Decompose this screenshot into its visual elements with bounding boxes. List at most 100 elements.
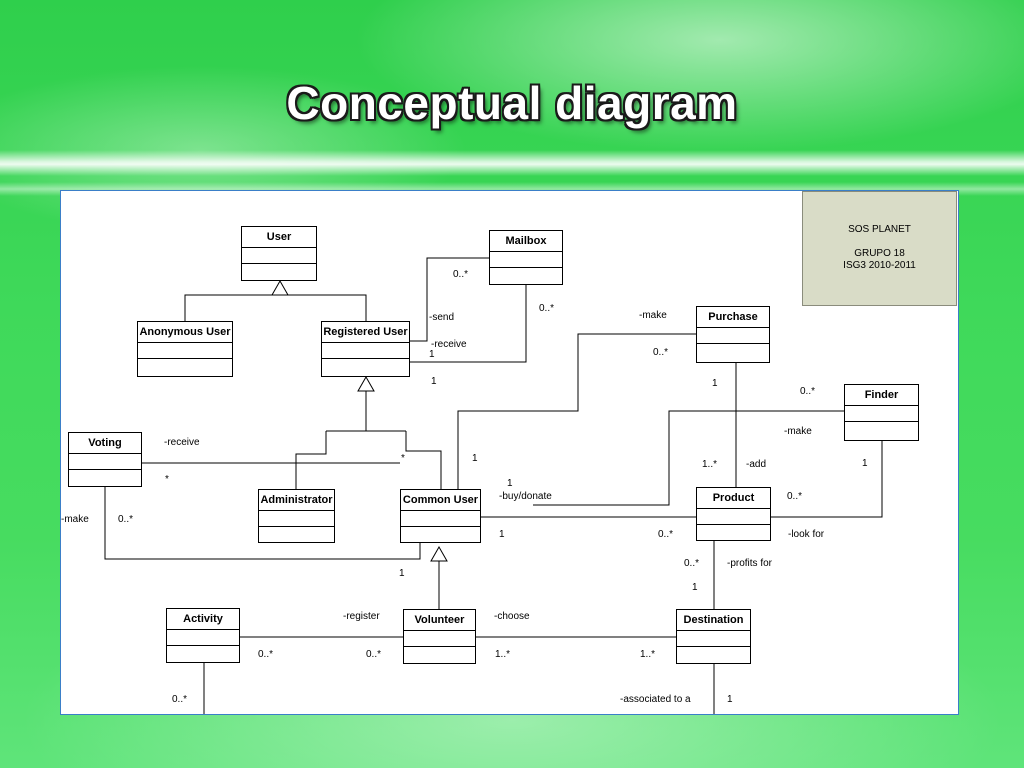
- class-name: Administrator: [259, 490, 334, 511]
- mult-common-1d: 1: [399, 568, 405, 579]
- class-name: Voting: [69, 433, 141, 454]
- mult-volunteer-right: 1..*: [495, 649, 511, 660]
- gen-registered-user: [280, 294, 367, 321]
- class-operations: [697, 344, 769, 360]
- role-voting-make: -make: [61, 514, 89, 525]
- class-name: Purchase: [697, 307, 769, 328]
- mult-voting: 0..*: [118, 514, 134, 525]
- mult-common-1a: 1: [472, 453, 478, 464]
- class-product: Product: [696, 487, 771, 541]
- group-name: GRUPO 18: [854, 248, 905, 259]
- class-name: Mailbox: [490, 231, 562, 252]
- class-attributes: [167, 630, 239, 646]
- mult-activity-bottom: 0..*: [172, 694, 188, 705]
- class-name: Product: [697, 488, 770, 509]
- role-associated-to: -associated to a: [620, 694, 691, 705]
- mult-purchase-1: 1: [712, 378, 718, 389]
- class-operations: [401, 527, 480, 543]
- class-user: User: [241, 226, 317, 281]
- class-name: Volunteer: [404, 610, 475, 631]
- role-receive-mailbox: -receive: [431, 339, 467, 350]
- role-choose: -choose: [494, 611, 530, 622]
- class-destination: Destination: [676, 609, 751, 664]
- association-lines: [104, 257, 883, 714]
- mult-product-bottom: 0..*: [684, 558, 700, 569]
- role-make-purchase: -make: [639, 310, 667, 321]
- class-volunteer: Volunteer: [403, 609, 476, 664]
- class-attributes: [401, 511, 480, 527]
- gen-anonymous-user: [184, 294, 280, 321]
- mult-purchase: 0..*: [653, 347, 669, 358]
- mult-product-left: 0..*: [658, 529, 674, 540]
- class-name: User: [242, 227, 316, 248]
- class-finder: Finder: [844, 384, 919, 441]
- project-name: SOS PLANET: [848, 224, 911, 235]
- class-attributes: [677, 631, 750, 647]
- diagram-canvas: User Mailbox Anonymous User Registered U…: [60, 190, 959, 715]
- class-attributes: [697, 509, 770, 525]
- class-attributes: [404, 631, 475, 647]
- class-attributes: [138, 343, 232, 359]
- mult-destination-bottom: 1: [727, 694, 733, 705]
- class-operations: [697, 525, 770, 541]
- assoc-send: [410, 257, 489, 342]
- class-operations: [322, 359, 409, 375]
- class-operations: [404, 647, 475, 663]
- mult-mailbox-top: 0..*: [453, 269, 469, 280]
- class-attributes: [322, 343, 409, 359]
- class-purchase: Purchase: [696, 306, 770, 363]
- mult-voting-star-cu: *: [401, 453, 405, 464]
- role-look-for: -look for: [788, 529, 825, 540]
- light-band: [0, 150, 1024, 176]
- class-operations: [167, 646, 239, 662]
- role-add: -add: [746, 459, 767, 470]
- class-name: Common User: [401, 490, 480, 511]
- gen-volunteer-arrow: [430, 545, 448, 562]
- assoc-receive: [410, 285, 527, 363]
- gen-registered-arrow: [357, 375, 375, 392]
- class-mailbox: Mailbox: [489, 230, 563, 285]
- class-name: Anonymous User: [138, 322, 232, 343]
- mult-finder: 0..*: [800, 386, 816, 397]
- slide-title: Conceptual diagram: [286, 77, 738, 129]
- class-attributes: [259, 511, 334, 527]
- class-administrator: Administrator: [258, 489, 335, 543]
- class-common-user: Common User: [400, 489, 481, 543]
- mult-registered-1a: 1: [429, 349, 435, 360]
- gen-user-arrow: [271, 279, 289, 296]
- mult-activity: 0..*: [258, 649, 274, 660]
- class-attributes: [242, 248, 316, 264]
- class-operations: [845, 422, 918, 438]
- role-profits-for: -profits for: [727, 558, 773, 569]
- role-register: -register: [343, 611, 380, 622]
- class-operations: [138, 359, 232, 375]
- class-name: Destination: [677, 610, 750, 631]
- mult-voting-star: *: [165, 474, 169, 485]
- class-operations: [242, 264, 316, 280]
- mult-volunteer-left: 0..*: [366, 649, 382, 660]
- gen-admin-branch: [295, 431, 327, 489]
- assoc-finder-product: [771, 441, 883, 518]
- class-attributes: [697, 328, 769, 344]
- class-operations: [490, 268, 562, 284]
- class-attributes: [69, 454, 141, 470]
- gen-common-branch: [405, 431, 442, 489]
- mult-common-1c: 1: [499, 529, 505, 540]
- mult-registered-1b: 1: [431, 376, 437, 387]
- mult-finder-1: 1: [862, 458, 868, 469]
- class-operations: [69, 470, 141, 486]
- mult-common-1b: 1: [507, 478, 513, 489]
- class-activity: Activity: [166, 608, 240, 663]
- assoc-cu-purchase: [457, 333, 696, 489]
- class-voting: Voting: [68, 432, 142, 487]
- mult-product-top: 1..*: [702, 459, 718, 470]
- course-year: ISG3 2010-2011: [843, 260, 916, 271]
- class-operations: [677, 647, 750, 663]
- mult-product-right: 0..*: [787, 491, 803, 502]
- mult-destination-top: 1: [692, 582, 698, 593]
- class-attributes: [845, 406, 918, 422]
- role-send: -send: [429, 312, 455, 323]
- mult-mailbox-right: 0..*: [539, 303, 555, 314]
- assoc-cu-finder: [533, 410, 844, 506]
- role-voting-receive: -receive: [164, 437, 200, 448]
